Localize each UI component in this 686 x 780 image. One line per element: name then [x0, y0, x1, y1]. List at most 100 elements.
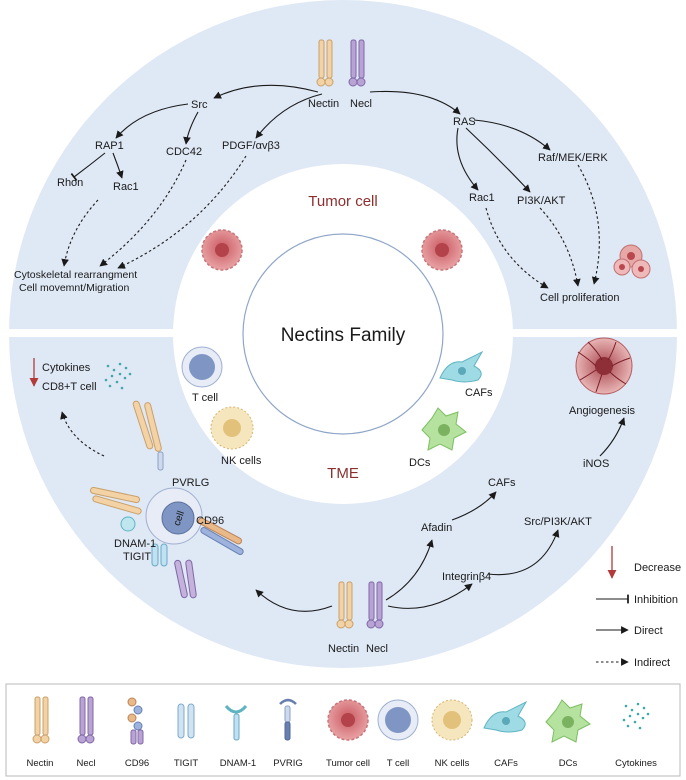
arrow-ras-rac1 — [456, 127, 479, 191]
legend-cytokines-icon — [622, 702, 650, 730]
legend-label-pvrig: PVRIG — [273, 758, 303, 769]
legend-label-dnam1: DNAM-1 — [220, 758, 256, 769]
arrow-necl-integrin — [387, 583, 473, 609]
legend-label-cafs: CAFs — [494, 758, 518, 769]
cd8-label: CD8+T cell — [42, 381, 97, 393]
arrow-necl-ras — [369, 90, 461, 115]
arrow-inos-angiogenesis — [599, 417, 626, 457]
immune-cell-icon — [145, 487, 203, 545]
icon-legend-labels: Nectin Necl CD96 TIGIT DNAM-1 PVRIG Tumo… — [27, 758, 658, 769]
bottom-necl-label: Necl — [366, 643, 388, 655]
pdgf-label: PDGF/αvβ3 — [222, 140, 280, 152]
src-label: Src — [191, 99, 208, 111]
cafs-cell-label: CAFs — [465, 387, 493, 399]
top-necl-receptor — [348, 39, 366, 87]
dc-cell-icon — [421, 407, 467, 451]
legend-indirect-label: Indirect — [634, 657, 670, 669]
indirect-immune-cd8 — [60, 411, 105, 457]
arrow-src-cdc42 — [183, 111, 199, 145]
legend-label-t-cell: T cell — [387, 758, 410, 769]
legend-decrease-label: Decrease — [634, 562, 681, 574]
top-arrows — [70, 84, 551, 193]
cdc42-label: CDC42 — [166, 146, 202, 158]
ras-label: RAS — [453, 116, 476, 128]
cytokines-label: Cytokines — [42, 362, 91, 374]
migration-outcome-line1: Cytoskeletal rearrangment — [14, 269, 137, 281]
legend-label-necl: Necl — [76, 758, 95, 769]
caf-cell-icon — [439, 350, 484, 383]
legend-inhibition-label: Inhibition — [634, 594, 678, 606]
arrow-ras-raf — [473, 119, 551, 151]
src-pi3k-akt-label: Src/PI3K/AKT — [524, 516, 592, 528]
legend-t-cell-icon — [377, 699, 419, 741]
legend-dcs-icon — [545, 699, 591, 743]
receptor-chains — [89, 400, 244, 599]
raf-label: Raf/MEK/ERK — [538, 152, 608, 164]
bottom-arrows — [255, 417, 626, 612]
top-nectin-label: Nectin — [308, 98, 339, 110]
arrow-ras-pi3k — [465, 127, 531, 193]
t-cell-label: T cell — [192, 392, 218, 404]
legend-dnam1-icon — [224, 704, 248, 741]
proliferation-label: Cell proliferation — [540, 292, 619, 304]
legend-tumor-cell-icon — [327, 699, 369, 741]
dcs-cell-label: DCs — [409, 457, 431, 469]
indirect-rac1-migration — [61, 199, 99, 267]
angiogenesis-icon — [575, 337, 633, 395]
tigit-label: TIGIT — [123, 551, 151, 563]
top-indirect-arrows — [61, 155, 600, 289]
tme-section-label: TME — [327, 465, 359, 482]
arrow-integrin-src — [487, 529, 560, 576]
cytokines-dots-icon — [104, 362, 132, 390]
indirect-pdgf-migration — [117, 155, 247, 269]
migration-outcome-line2: Cell movemnt/Migration — [19, 282, 129, 294]
legend-necl-icon — [77, 696, 95, 744]
arrow-necl-afadin — [385, 539, 434, 601]
stroma-cafs-label: CAFs — [488, 477, 516, 489]
afadin-label: Afadin — [421, 522, 452, 534]
legend-nk-cells-icon — [431, 699, 473, 741]
nk-cells-label: NK cells — [221, 455, 262, 467]
legend-pvrig-icon — [279, 698, 297, 741]
tumor-cell-section-label: Tumor cell — [308, 193, 377, 210]
top-nectin-receptor — [316, 39, 334, 87]
rap1-label: RAP1 — [95, 140, 124, 152]
arrow-nectin-src — [213, 84, 319, 99]
tumor-cell-icon-right — [421, 229, 463, 271]
tumor-cell-icon-left — [201, 229, 243, 271]
indirect-raf-proliferation — [577, 164, 600, 285]
inhibit-rap1-rhon — [70, 152, 106, 182]
legend-direct-label: Direct — [634, 625, 663, 637]
arrow-nectin-immune — [255, 589, 333, 612]
legend-label-nectin: Nectin — [27, 758, 54, 769]
right-rac1-label: Rac1 — [469, 192, 495, 204]
legend-label-cd96: CD96 — [125, 758, 149, 769]
indirect-cdc42-migration — [99, 159, 187, 267]
legend-label-dcs: DCs — [559, 758, 578, 769]
nk-cell-icon — [210, 406, 254, 450]
legend-label-tigit: TIGIT — [174, 758, 198, 769]
indirect-rac1-proliferation — [485, 207, 549, 289]
legend-label-tumor-cell: Tumor cell — [326, 758, 370, 769]
angiogenesis-label: Angiogenesis — [569, 405, 636, 417]
tumor-cluster-icon — [613, 244, 651, 279]
center-circle — [242, 233, 444, 435]
pi3k-label: PI3K/AKT — [517, 195, 566, 207]
pvrlg-label: PVRLG — [172, 477, 209, 489]
arrow-rap1-rac1 — [112, 152, 124, 179]
cd96-label: CD96 — [196, 515, 224, 527]
arrow-legend: Decrease Inhibition Direct Indirect — [596, 546, 681, 669]
inos-label: iNOS — [583, 458, 609, 470]
left-rac1-label: Rac1 — [113, 181, 139, 193]
legend-cd96-icon — [127, 697, 144, 745]
bottom-necl-receptor — [366, 581, 384, 629]
bottom-nectin-receptor — [336, 581, 354, 629]
arrow-afadin-cafs — [451, 491, 497, 521]
integrin-label: Integrinβ4 — [442, 571, 491, 583]
legend-tigit-icon — [177, 703, 195, 739]
legend-label-cytokines: Cytokines — [615, 758, 657, 769]
top-necl-label: Necl — [350, 98, 372, 110]
dnam1-label: DNAM-1 — [114, 538, 156, 550]
